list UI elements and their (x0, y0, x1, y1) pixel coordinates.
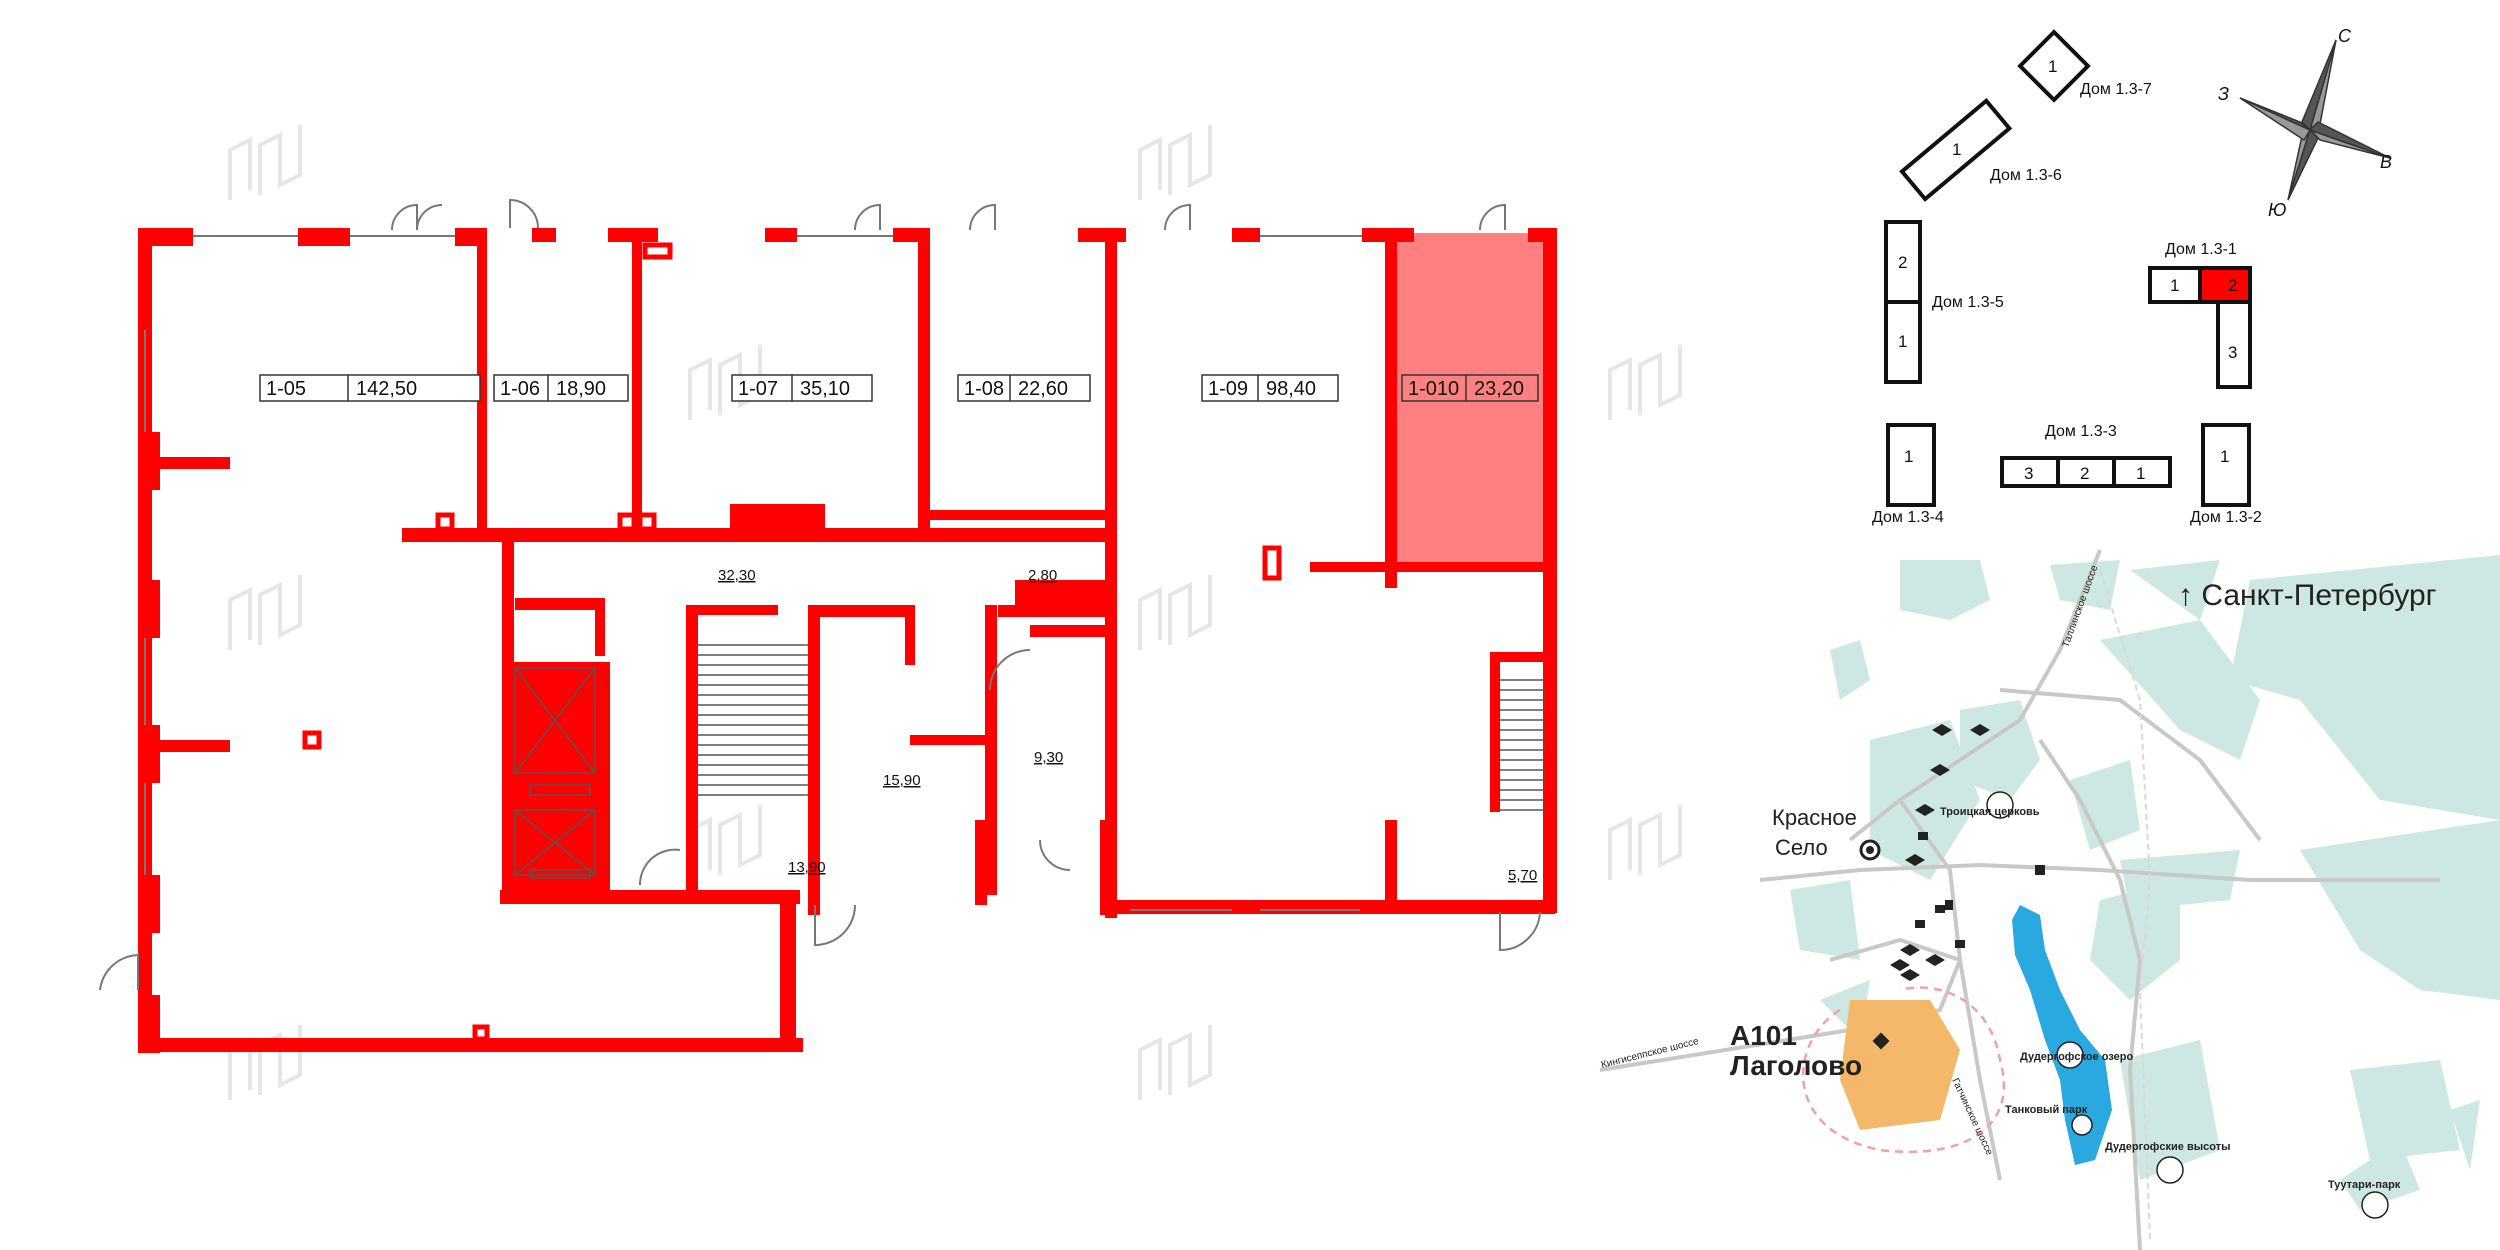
stairs-elevators (514, 644, 1545, 879)
house-1-3-3[interactable]: Дом 1.3-3 3 2 1 (2000, 423, 2172, 488)
section-label: 2 (2228, 276, 2237, 295)
columns (302, 242, 1282, 1042)
room-area: 142,50 (356, 378, 417, 400)
road-label: Кингисеппское шоссе (1600, 1036, 1700, 1071)
room-label-1-09[interactable]: 1-09 98,40 (1201, 374, 1339, 402)
town-label: Село (1775, 835, 1828, 860)
poi-label: Туутари-парк (2328, 1179, 2401, 1191)
house-label: Дом 1.3-5 (1932, 294, 2004, 311)
house-label: Дом 1.3-7 (2080, 81, 2152, 98)
service-areas: 32,30 2,80 9,30 15,90 13,90 5,70 (718, 567, 1537, 884)
poi-label: Троицкая церковь (1940, 806, 2040, 818)
room-id: 1-05 (266, 378, 306, 400)
section-label: 2 (2080, 464, 2089, 483)
section-label: 1 (2136, 464, 2145, 483)
roads (1599, 549, 2440, 1250)
room-id: 1-09 (1208, 378, 1248, 400)
compass-rose: С В Ю З (2218, 26, 2392, 220)
area-label: 9,30 (1034, 749, 1063, 766)
poi-icons (1859, 724, 2389, 1219)
house-label: Дом 1.3-1 (2165, 241, 2237, 258)
location-map: ↑ Санкт-Петербург Красное Село А101 Лаго… (1599, 549, 2500, 1250)
room-id: 1-08 (964, 378, 1004, 400)
house-label: Дом 1.3-3 (2045, 423, 2117, 440)
windows-doors (99, 198, 1541, 991)
room-label-box (1401, 374, 1539, 402)
room-label-1-07[interactable]: 1-07 35,10 (731, 374, 873, 402)
selected-unit-highlight[interactable] (1392, 233, 1552, 563)
house-label: Дом 1.3-6 (1990, 167, 2062, 184)
compass-south: Ю (2268, 200, 2286, 220)
room-label-box (493, 374, 629, 402)
room-area: 23,20 (1474, 378, 1524, 400)
key-plan: 1 Дом 1.3-7 1 Дом 1.3-6 2 1 Дом 1.3-5 До… (1872, 29, 2262, 526)
compass-west: З (2218, 84, 2229, 104)
section-label: 1 (2170, 276, 2179, 295)
section-label: 1 (1952, 140, 1961, 159)
room-label-box (731, 374, 873, 402)
room-label-1-08[interactable]: 1-08 22,60 (957, 374, 1091, 402)
room-area: 22,60 (1018, 378, 1068, 400)
compass-north: С (2338, 26, 2352, 46)
section-label: 1 (2220, 447, 2229, 466)
room-label-box (1201, 374, 1339, 402)
town-label: Красное (1772, 805, 1857, 830)
house-1-3-7[interactable]: 1 Дом 1.3-7 (2017, 29, 2152, 103)
room-label-1-010[interactable]: 1-010 23,20 (1401, 374, 1539, 402)
room-area: 18,90 (556, 378, 606, 400)
section-label: 1 (2048, 57, 2057, 76)
room-id: 1-06 (500, 378, 540, 400)
area-label: 2,80 (1028, 567, 1057, 584)
house-1-3-6[interactable]: 1 Дом 1.3-6 (1899, 97, 2062, 202)
house-label: Дом 1.3-4 (1872, 509, 1944, 526)
compass-east: В (2380, 152, 2392, 172)
room-label-box (259, 374, 481, 402)
room-id: 1-07 (738, 378, 778, 400)
project-label: А101 (1730, 1020, 1797, 1051)
section-label: 1 (1898, 332, 1907, 351)
poi-label: Танковый парк (2005, 1104, 2088, 1116)
area-label: 32,30 (718, 567, 756, 584)
area-label: 15,90 (883, 772, 921, 789)
house-1-3-5[interactable]: 2 1 Дом 1.3-5 (1884, 220, 2004, 384)
project-site[interactable] (1840, 1000, 1960, 1130)
room-label-1-06[interactable]: 1-06 18,90 (493, 374, 629, 402)
project-label: Лаголово (1730, 1050, 1862, 1081)
room-id: 1-010 (1408, 378, 1459, 400)
section-label: 3 (2024, 464, 2033, 483)
section-label: 1 (1904, 447, 1913, 466)
area-label: 5,70 (1508, 867, 1537, 884)
area-label: 13,90 (788, 859, 826, 876)
railway-line (2099, 569, 2152, 1241)
section-label: 2 (1898, 253, 1907, 272)
lake[interactable] (2012, 905, 2112, 1165)
poi-label: Дудергофское озеро (2020, 1051, 2134, 1063)
house-1-3-1[interactable]: Дом 1.3-1 1 2 3 (2148, 241, 2252, 389)
room-area: 98,40 (1266, 378, 1316, 400)
room-label-box (957, 374, 1091, 402)
room-label-1-05[interactable]: 1-05 142,50 (259, 374, 481, 402)
poi-label: Дудергофские высоты (2105, 1141, 2230, 1153)
room-area: 35,10 (800, 378, 850, 400)
section-label: 3 (2228, 343, 2237, 362)
house-1-3-4[interactable]: 1 Дом 1.3-4 (1872, 423, 1944, 526)
house-1-3-2[interactable]: 1 Дом 1.3-2 (2190, 423, 2262, 526)
house-label: Дом 1.3-2 (2190, 509, 2262, 526)
direction-label: ↑ Санкт-Петербург (2178, 579, 2437, 612)
green-zones (1790, 555, 2500, 1210)
